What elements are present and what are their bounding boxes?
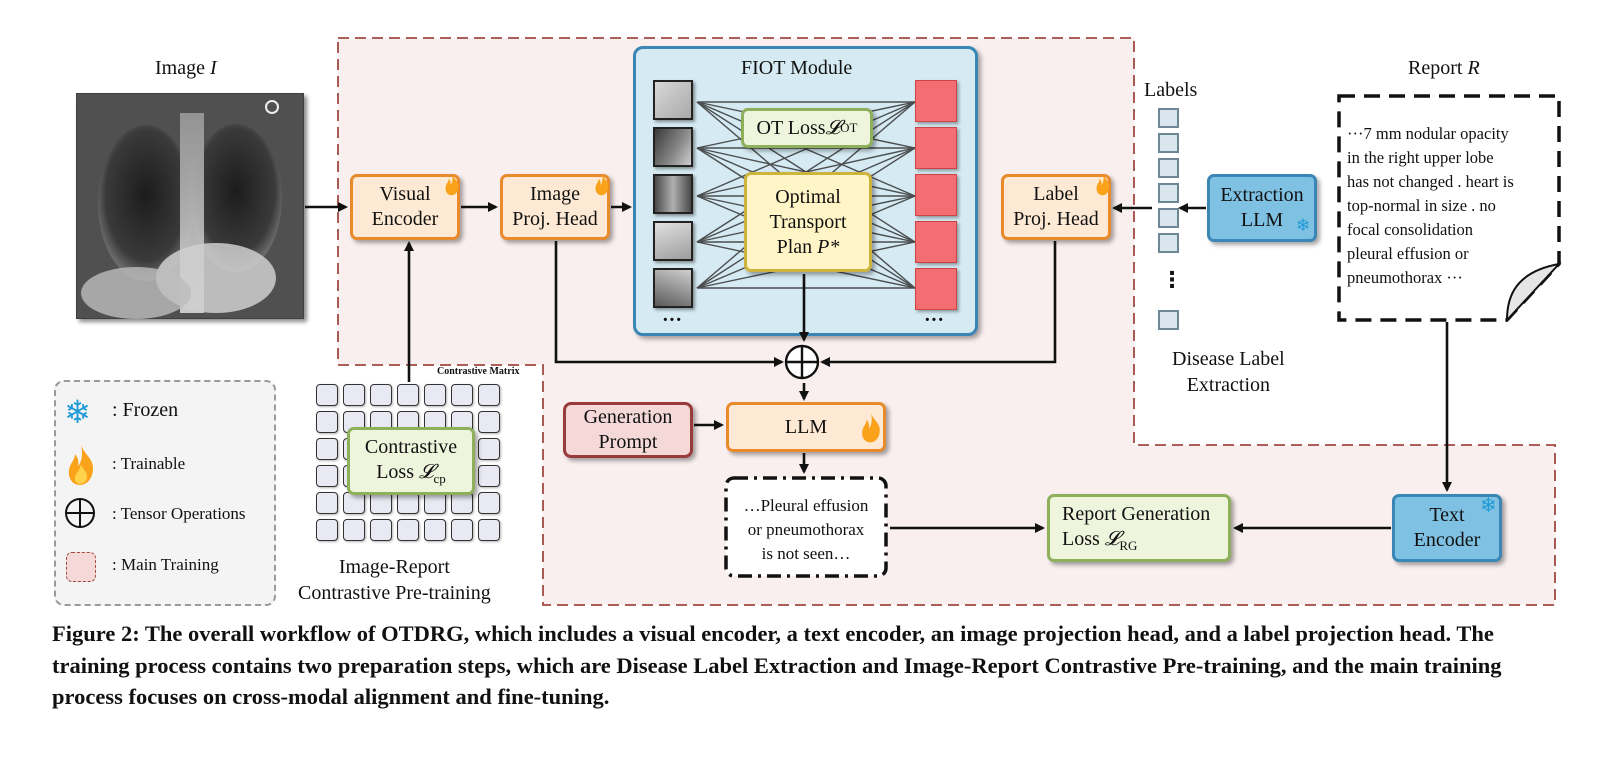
report-text: ···7 mm nodular opacity in the right upp… [1347,124,1514,287]
optimal-transport-plan: Optimal Transport Plan P* [744,172,872,272]
legend-trainable: : Trainable [112,454,186,473]
llm: LLM [726,402,886,452]
generated-report-box [724,476,888,578]
tensor-operations-icon [65,498,95,528]
image-patches-ellipsis: ··· [662,309,683,331]
label-embedding [915,268,957,310]
contrastive-matrix-cell [478,438,500,460]
contrastive-matrix-cell [343,384,365,406]
frozen-snowflake-icon: ❄ [1296,216,1311,236]
image-patch [653,268,693,308]
report-generation-loss: Report Generation Loss 𝓛RG [1047,494,1231,562]
contrastive-matrix-cell [478,519,500,541]
text-encoder: Text Encoder [1392,494,1502,562]
contrastive-matrix-cell [451,519,473,541]
label-slot [1158,310,1179,330]
label-embedding [915,221,957,263]
contrastive-matrix-cell [451,384,473,406]
label-slot [1158,158,1179,178]
disease-label-extraction-caption: Disease Label Extraction [1172,348,1285,396]
contrastive-matrix-cell [478,384,500,406]
label-slot [1158,208,1179,228]
image-patch [653,127,693,167]
label-slot [1158,233,1179,253]
contrastive-matrix-cell [478,465,500,487]
flame-icon [68,444,94,485]
legend-main-training: : Main Training [112,555,219,574]
generation-prompt: Generation Prompt [563,402,693,458]
image-title: Image I [155,57,217,79]
generated-report-text: …Pleural effusion or pneumothorax is not… [743,496,869,563]
fiot-title: FIOT Module [741,57,853,79]
visual-encoder: Visual Encoder [350,174,460,240]
contrastive-matrix-cell [316,411,338,433]
image-patch [653,174,693,214]
frozen-snowflake-icon: ❄ [1480,493,1497,517]
tensor-operation-node [784,344,820,380]
contrastive-matrix-cell [397,519,419,541]
label-embeddings-ellipsis: ··· [924,309,945,331]
contrastive-matrix-cell [343,519,365,541]
legend-frozen: : Frozen [112,399,179,421]
legend-tensor-operations: : Tensor Operations [112,504,246,523]
label-embedding [915,174,957,216]
main-training-swatch [66,552,96,582]
trainable-flame-icon [862,412,880,443]
trainable-flame-icon [595,173,609,196]
image-patch [653,80,693,120]
label-projection-head: Label Proj. Head [1001,174,1111,240]
image-projection-head: Image Proj. Head [500,174,610,240]
snowflake-icon: ❄ [64,393,91,431]
labels-ellipsis: ⋮ [1161,268,1183,293]
contrastive-matrix-cell [316,438,338,460]
contrastive-matrix-title: Contrastive Matrix [437,366,520,377]
label-embedding [915,127,957,169]
label-slot [1158,133,1179,153]
contrastive-matrix-cell [316,492,338,514]
report-title: Report R [1408,57,1480,79]
image-patch [653,221,693,261]
contrastive-matrix-cell [424,384,446,406]
chest-xray-image [76,93,304,319]
contrastive-matrix-cell [370,519,392,541]
contrastive-matrix-cell [478,492,500,514]
label-embedding [915,80,957,122]
report-document [1337,94,1562,323]
trainable-flame-icon [445,173,459,196]
figure-caption: Figure 2: The overall workflow of OTDRG,… [52,621,1502,709]
extraction-llm: Extraction LLM [1207,174,1317,242]
contrastive-matrix-cell [397,384,419,406]
contrastive-matrix-cell [478,411,500,433]
contrastive-loss: Contrastive Loss 𝓛cp [347,427,475,495]
trainable-flame-icon [1096,173,1110,196]
contrastive-matrix-cell [370,384,392,406]
label-slot [1158,108,1179,128]
labels-title: Labels [1144,79,1198,101]
contrastive-matrix-cell [316,465,338,487]
label-slot [1158,183,1179,203]
contrastive-matrix-cell [316,384,338,406]
image-report-contrastive-caption: Image-Report Contrastive Pre-training [298,556,491,604]
contrastive-matrix-cell [316,519,338,541]
contrastive-matrix-cell [424,519,446,541]
